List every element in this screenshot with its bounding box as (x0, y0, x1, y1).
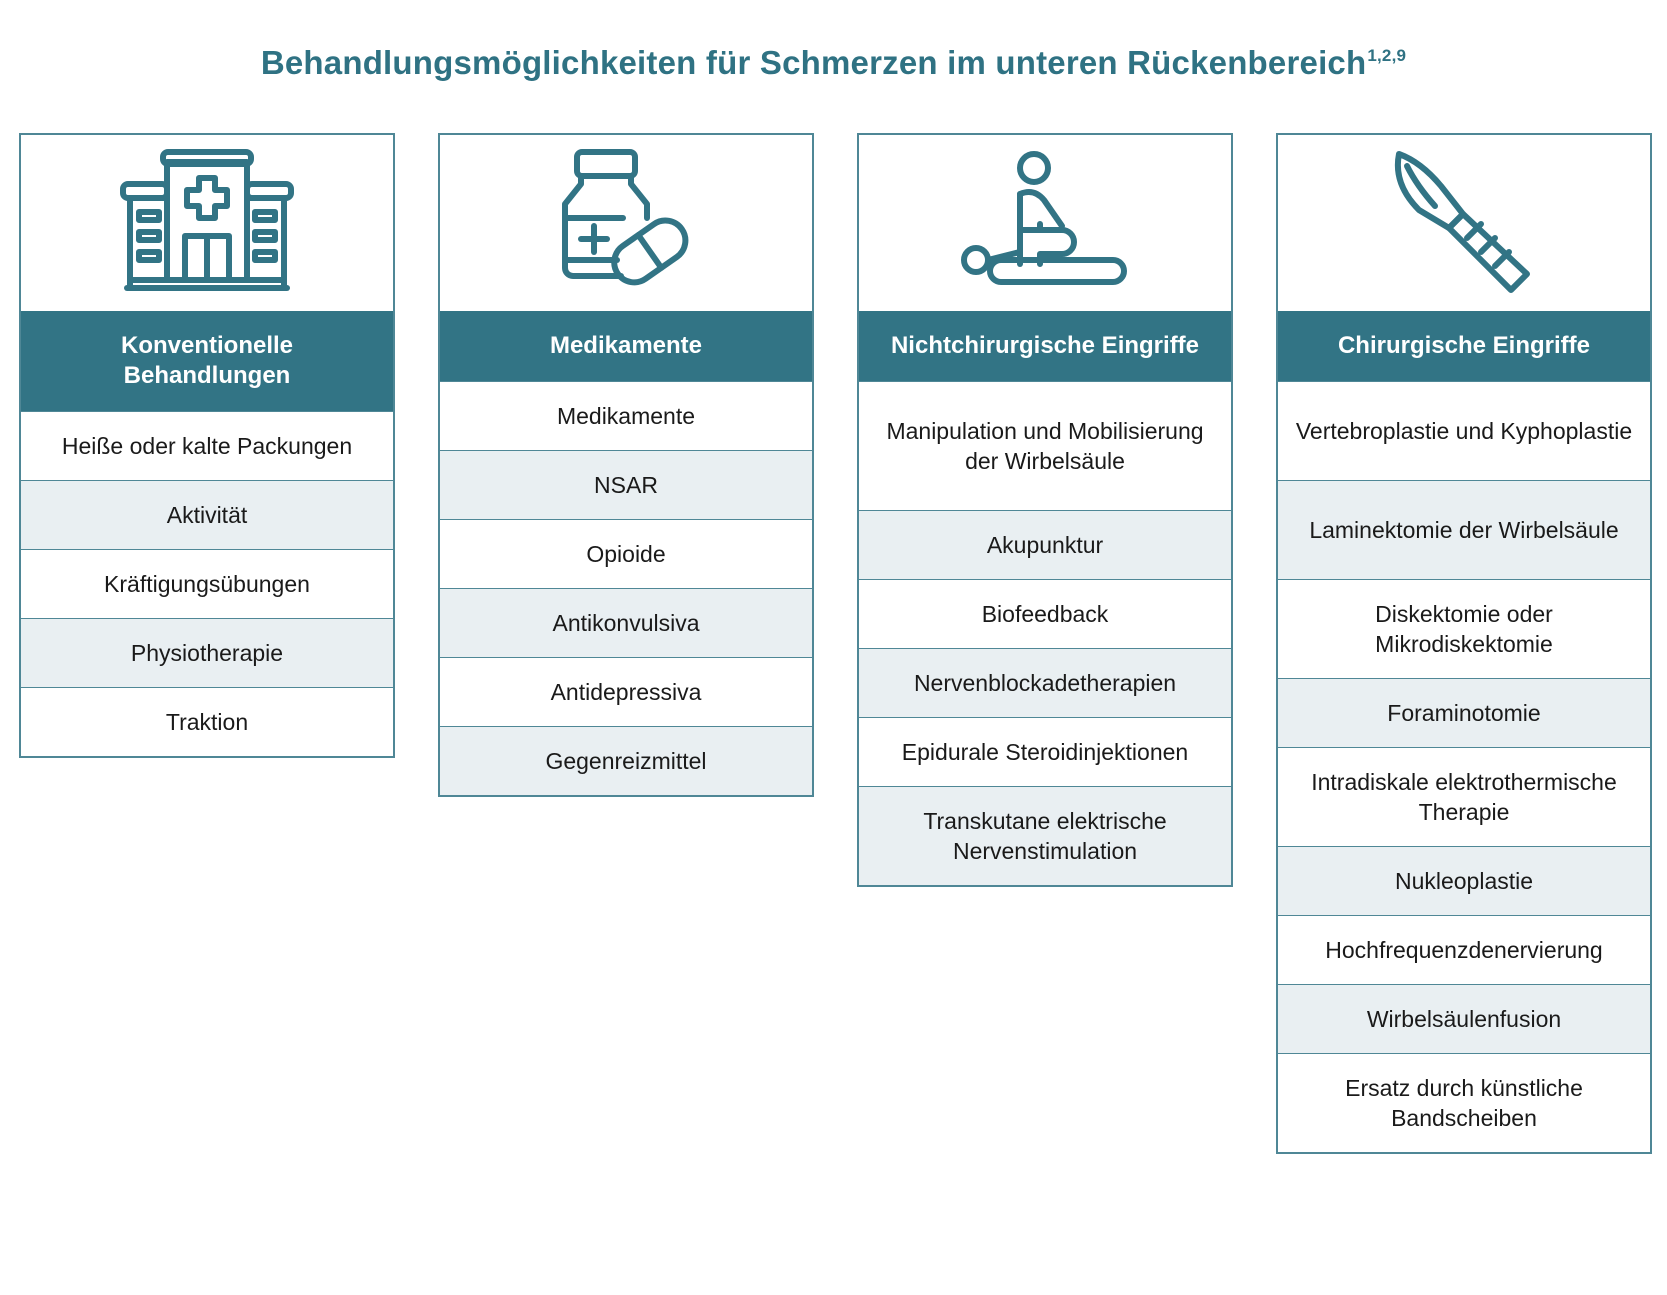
list-item: Vertebroplastie und Kyphoplastie (1278, 381, 1650, 480)
list-item: Biofeedback (859, 579, 1231, 648)
list-item: Traktion (21, 687, 393, 756)
scalpel-icon (1394, 151, 1530, 293)
list-item: Nervenblockadetherapien (859, 648, 1231, 717)
list-item: NSAR (440, 450, 812, 519)
column-konventionelle-behandlungen: Konventionelle Behandlungen Heiße oder k… (19, 133, 395, 758)
list-item: Antikonvulsiva (440, 588, 812, 657)
list-item: Manipulation und Mobilisierung der Wirbe… (859, 381, 1231, 510)
list-item: Epidurale Steroidinjektionen (859, 717, 1231, 786)
column-header: Konventionelle Behandlungen (21, 311, 393, 411)
column-header: Nichtchirurgische Eingriffe (859, 311, 1231, 381)
list-item: Laminektomie der Wirbelsäule (1278, 480, 1650, 579)
list-item: Nukleoplastie (1278, 846, 1650, 915)
list-item: Gegenreizmittel (440, 726, 812, 795)
column-medikamente: Medikamente Medikamente NSAR Opioide Ant… (438, 133, 814, 797)
hospital-icon (120, 149, 294, 291)
list-item: Kräftigungsübungen (21, 549, 393, 618)
title-footnote-refs: 1,2,9 (1367, 46, 1407, 65)
column-icon-box (1278, 135, 1650, 311)
column-nichtchirurgische-eingriffe: Nichtchirurgische Eingriffe Manipulation… (857, 133, 1233, 887)
list-item: Diskektomie oder Mikrodiskektomie (1278, 579, 1650, 678)
column-header: Chirurgische Eingriffe (1278, 311, 1650, 381)
column-header: Medikamente (440, 311, 812, 381)
massage-therapy-icon (961, 151, 1127, 285)
column-icon-box (21, 135, 393, 311)
list-item: Opioide (440, 519, 812, 588)
list-item: Hochfrequenzdenervierung (1278, 915, 1650, 984)
list-item: Aktivität (21, 480, 393, 549)
list-item: Physiotherapie (21, 618, 393, 687)
column-icon-box (440, 135, 812, 311)
list-item: Ersatz durch künstliche Bandscheiben (1278, 1053, 1650, 1152)
medicine-bottle-pill-icon (562, 149, 689, 286)
column-chirurgische-eingriffe: Chirurgische Eingriffe Vertebroplastie u… (1276, 133, 1652, 1154)
list-item: Antidepressiva (440, 657, 812, 726)
page-title: Behandlungsmöglichkeiten für Schmerzen i… (0, 44, 1667, 82)
list-item: Heiße oder kalte Packungen (21, 411, 393, 480)
page-title-text: Behandlungsmöglichkeiten für Schmerzen i… (260, 44, 1367, 81)
list-item: Medikamente (440, 381, 812, 450)
list-item: Intradiskale elektrothermische Therapie (1278, 747, 1650, 846)
list-item: Foraminotomie (1278, 678, 1650, 747)
list-item: Transkutane elektrische Nervenstimulatio… (859, 786, 1231, 885)
list-item: Akupunktur (859, 510, 1231, 579)
column-icon-box (859, 135, 1231, 311)
list-item: Wirbelsäulenfusion (1278, 984, 1650, 1053)
